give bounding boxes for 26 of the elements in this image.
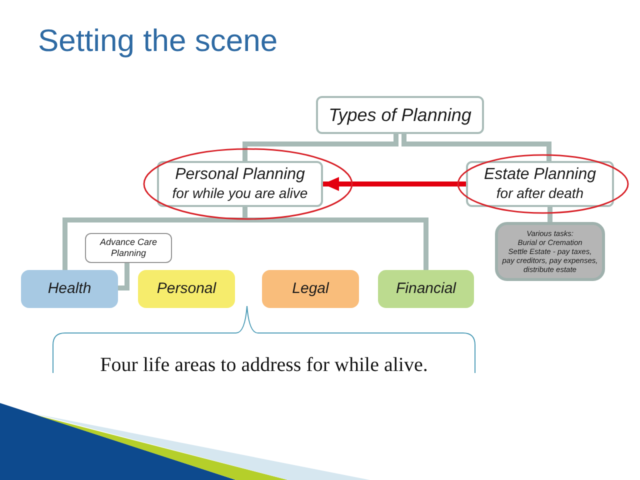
connector-line <box>242 134 398 161</box>
heading-text: Personal Planning <box>175 165 305 186</box>
note-box <box>85 233 172 263</box>
connector-line <box>118 263 130 290</box>
area-box <box>378 270 474 308</box>
note-text: Advance Care Planning <box>98 236 158 260</box>
planning-box <box>157 161 323 207</box>
subheading-text: for after death <box>496 185 584 203</box>
area-box <box>138 270 235 308</box>
tasks-box <box>495 222 605 281</box>
area-box <box>21 270 118 308</box>
heading-text: Estate Planning <box>484 165 596 186</box>
area-label: Financial <box>396 278 456 299</box>
subheading-text: for while you are alive <box>172 185 308 203</box>
slide-title: Setting the scene <box>38 22 278 60</box>
area-box <box>262 270 359 308</box>
planning-box <box>466 161 614 207</box>
area-label: Personal <box>156 278 216 299</box>
heading-text: Types of Planning <box>328 104 472 126</box>
area-label: Health <box>48 278 92 299</box>
connector-line <box>402 134 552 161</box>
area-label: Legal <box>292 278 329 299</box>
arrow <box>323 177 466 191</box>
connector-line <box>548 207 552 222</box>
brace-caption: Four life areas to address for while alive. <box>99 353 429 378</box>
category-box <box>316 96 484 134</box>
